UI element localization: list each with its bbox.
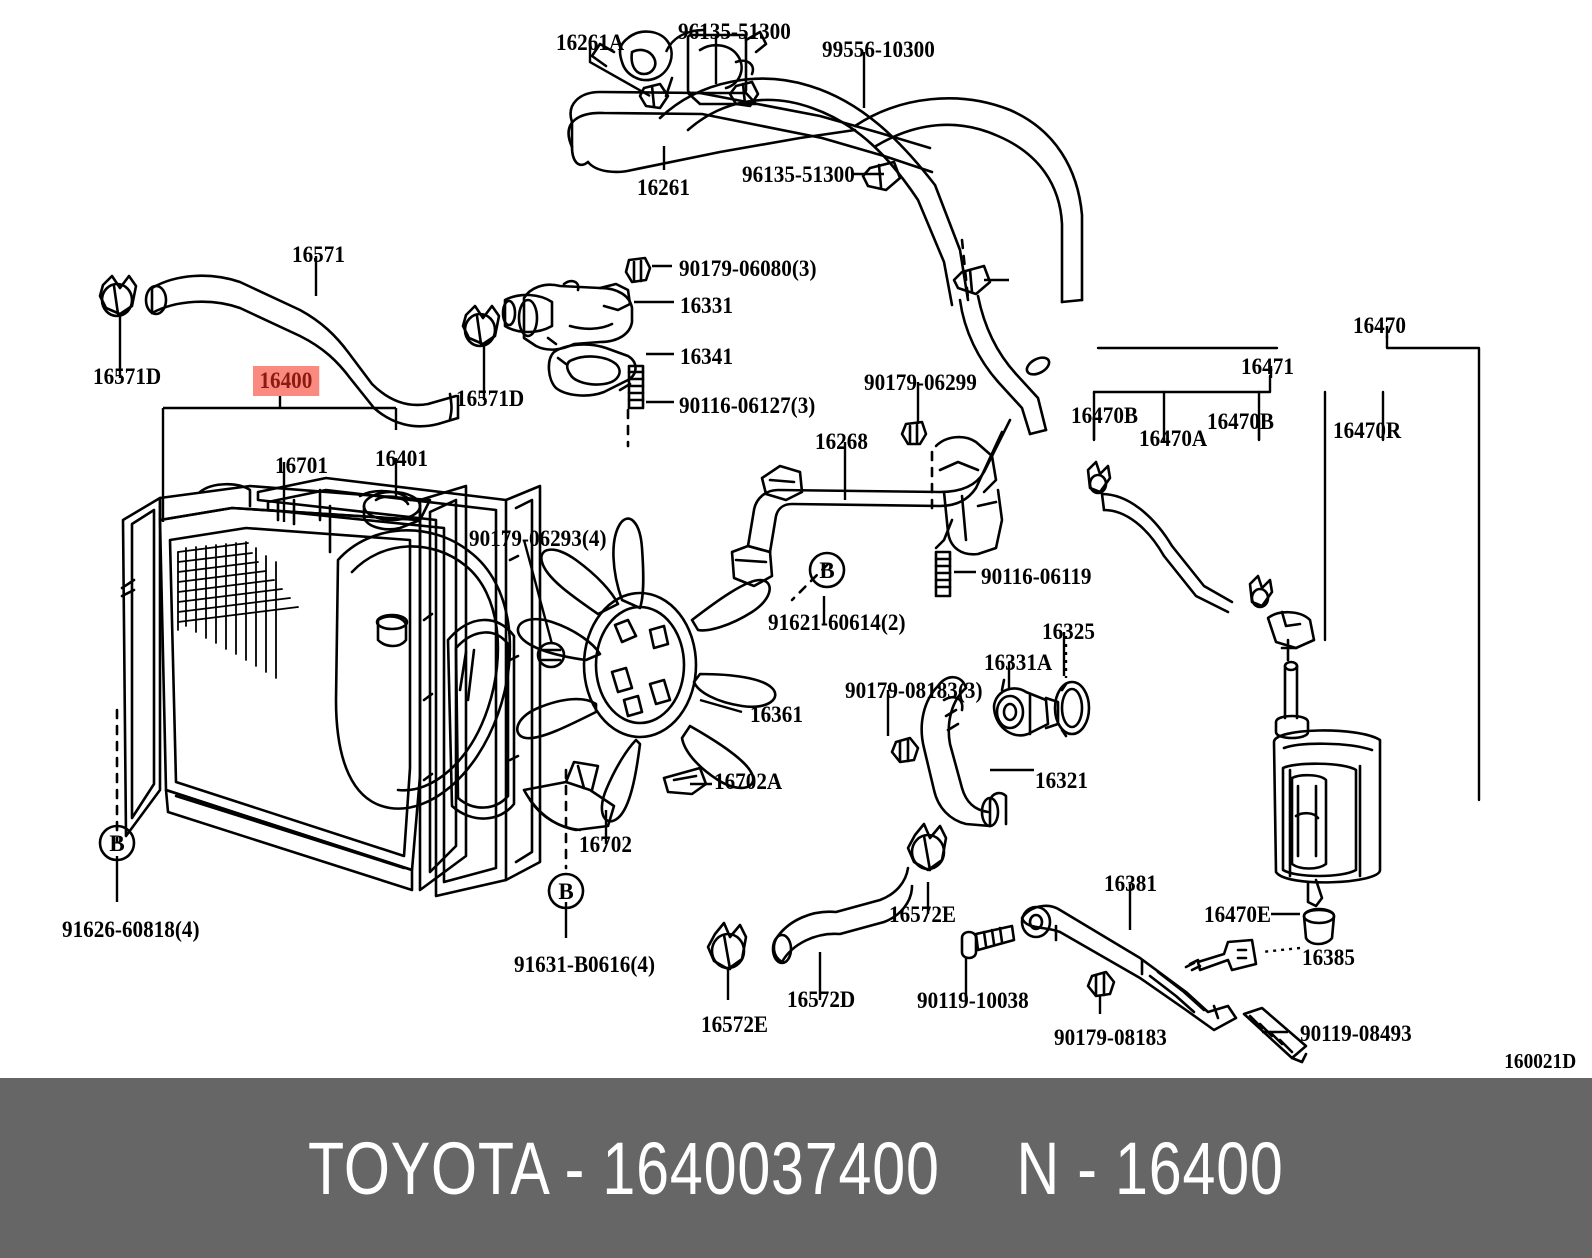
part-label-16325: 16325	[1042, 619, 1095, 644]
clip-16261A-lower	[952, 264, 992, 296]
part-label-16261: 16261	[637, 175, 690, 200]
part-label-16361: 16361	[750, 702, 803, 727]
part-16261-hose	[567, 77, 970, 307]
part-label-16268: 16268	[815, 429, 868, 454]
part-label-16572E-left: 16572E	[701, 1012, 769, 1037]
part-label-16331A: 16331A	[984, 650, 1053, 675]
part-label-16702A: 16702A	[714, 769, 783, 794]
part-label-16470: 16470	[1353, 313, 1406, 338]
bracket-tree-16470	[1092, 334, 1481, 802]
part-99556-hose	[853, 97, 1084, 304]
part-label-16571D-left: 16571D	[93, 364, 162, 389]
pipe-upper-vertical	[958, 294, 1051, 436]
part-label-16701: 16701	[275, 453, 328, 478]
part-16470E-plug	[1302, 907, 1336, 946]
part-label-16321: 16321	[1035, 768, 1088, 793]
part-label-16470B-1: 16470B	[1071, 403, 1139, 428]
part-label-16572D: 16572D	[787, 987, 856, 1012]
part-label-16572E-mid: 16572E	[889, 902, 957, 927]
clip-16571D-left	[98, 274, 138, 318]
part-16385-sensor	[1184, 938, 1258, 972]
part-label-96135-51300-a: 96135-51300	[678, 19, 791, 44]
part-16331A-thermostat	[992, 678, 1060, 737]
part-16361-fan	[516, 517, 777, 823]
dashed-leaders	[115, 238, 970, 870]
dotted-leaders	[1064, 636, 1301, 954]
part-label-16261A-top: 16261A	[556, 30, 625, 55]
callout-letter-b: B	[819, 558, 834, 583]
clip-16470B-right	[1248, 574, 1274, 609]
part-label-90116-06127: 90116-06127(3)	[679, 393, 816, 418]
part-label-90179-08183: 90179-08183	[1054, 1025, 1167, 1050]
part-label-90119-10038: 90119-10038	[917, 988, 1029, 1013]
part-label-90119-08493: 90119-08493	[1300, 1021, 1412, 1046]
fastener-90179-06080	[624, 256, 652, 284]
clip-96135-mid	[728, 80, 760, 108]
clip-16571D-right	[461, 304, 501, 348]
part-label-91626-60818: 91626-60818(4)	[62, 917, 200, 942]
part-label-16401: 16401	[375, 446, 428, 471]
part-label-90116-06119: 90116-06119	[981, 564, 1092, 589]
hose-stub	[503, 293, 554, 334]
part-16571-hose	[144, 274, 460, 428]
fastener-90119-10038	[960, 924, 1016, 960]
fastener-90116-06119	[934, 550, 952, 598]
leader-lines	[115, 28, 1389, 1034]
part-16268-bypass-pipe	[730, 418, 1012, 588]
part-label-16470E: 16470E	[1204, 902, 1272, 927]
banner-part-number: TOYOTA - 1640037400	[308, 1126, 940, 1210]
part-16470-reservoir-tank	[1272, 660, 1382, 908]
part-label-99556-10300: 99556-10300	[822, 37, 935, 62]
clip-16572E-left	[706, 921, 748, 971]
part-16702-band	[522, 760, 616, 832]
clip-16261A-top	[638, 82, 670, 110]
part-label-90179-08183-3: 90179-08183(3)	[845, 678, 983, 703]
part-label-16702: 16702	[579, 832, 632, 857]
part-16321-inlet-hose	[920, 675, 1008, 828]
part-16701-fan-shroud	[256, 476, 542, 898]
callout-circles	[98, 551, 846, 910]
clip-16572E-mid	[906, 822, 948, 872]
part-16325-gasket	[1053, 680, 1091, 738]
part-label-90179-06293: 90179-06293(4)	[469, 526, 607, 551]
callout-letter-b: B	[558, 879, 573, 904]
part-label-90179-06080: 90179-06080(3)	[679, 256, 817, 281]
callout-letter-b: B	[109, 831, 124, 856]
diagram-linework: B B B	[98, 28, 1481, 1064]
part-16470R-grommet	[1266, 610, 1316, 662]
part-label-16400: 16400	[253, 366, 319, 396]
part-label-16331: 16331	[680, 293, 733, 318]
part-label-16470R: 16470R	[1333, 418, 1402, 443]
clip-96135-lower	[861, 160, 902, 192]
fastener-90116-06127	[627, 364, 645, 410]
part-16341-gasket	[547, 343, 637, 397]
diagram-code: 160021D	[1504, 1049, 1576, 1073]
part-16331-water-outlet	[517, 279, 634, 351]
part-label-16571: 16571	[292, 242, 345, 267]
part-16572D-hose	[771, 866, 914, 965]
part-label-91621-60614: 91621-60614(2)	[768, 610, 906, 635]
clip-16470B-left	[1086, 460, 1112, 495]
part-16400-radiator	[120, 482, 468, 892]
fastener-90179-08183	[1086, 970, 1116, 998]
bottom-banner: TOYOTA - 1640037400 N - 16400	[0, 1078, 1592, 1258]
part-label-16470B-2: 16470B	[1207, 409, 1275, 434]
part-label-16381: 16381	[1104, 871, 1157, 896]
part-label-16341: 16341	[680, 344, 733, 369]
part-label-16385: 16385	[1302, 945, 1355, 970]
part-label-16571D-right: 16571D	[456, 386, 525, 411]
fastener-90119-08493	[1242, 1006, 1308, 1064]
part-16381-bracket	[1020, 904, 1238, 1032]
part-label-91631-B0616: 91631-B0616(4)	[514, 952, 656, 977]
part-16470A-hose	[1100, 492, 1234, 614]
banner-diagram-reference: N - 16400	[1016, 1126, 1284, 1210]
part-label-16470A: 16470A	[1139, 426, 1208, 451]
part-16702A-clip	[662, 766, 708, 796]
diagram-artboard: B B B 16261A 96135-51300 99556-10300 16261 9…	[62, 19, 1576, 1073]
part-label-16471: 16471	[1241, 354, 1294, 379]
fastener-90179-08183-3	[890, 736, 920, 764]
part-label-90179-06299: 90179-06299	[864, 370, 977, 395]
part-label-96135-51300-b: 96135-51300	[742, 162, 855, 187]
fastener-90179-06299	[900, 420, 928, 446]
